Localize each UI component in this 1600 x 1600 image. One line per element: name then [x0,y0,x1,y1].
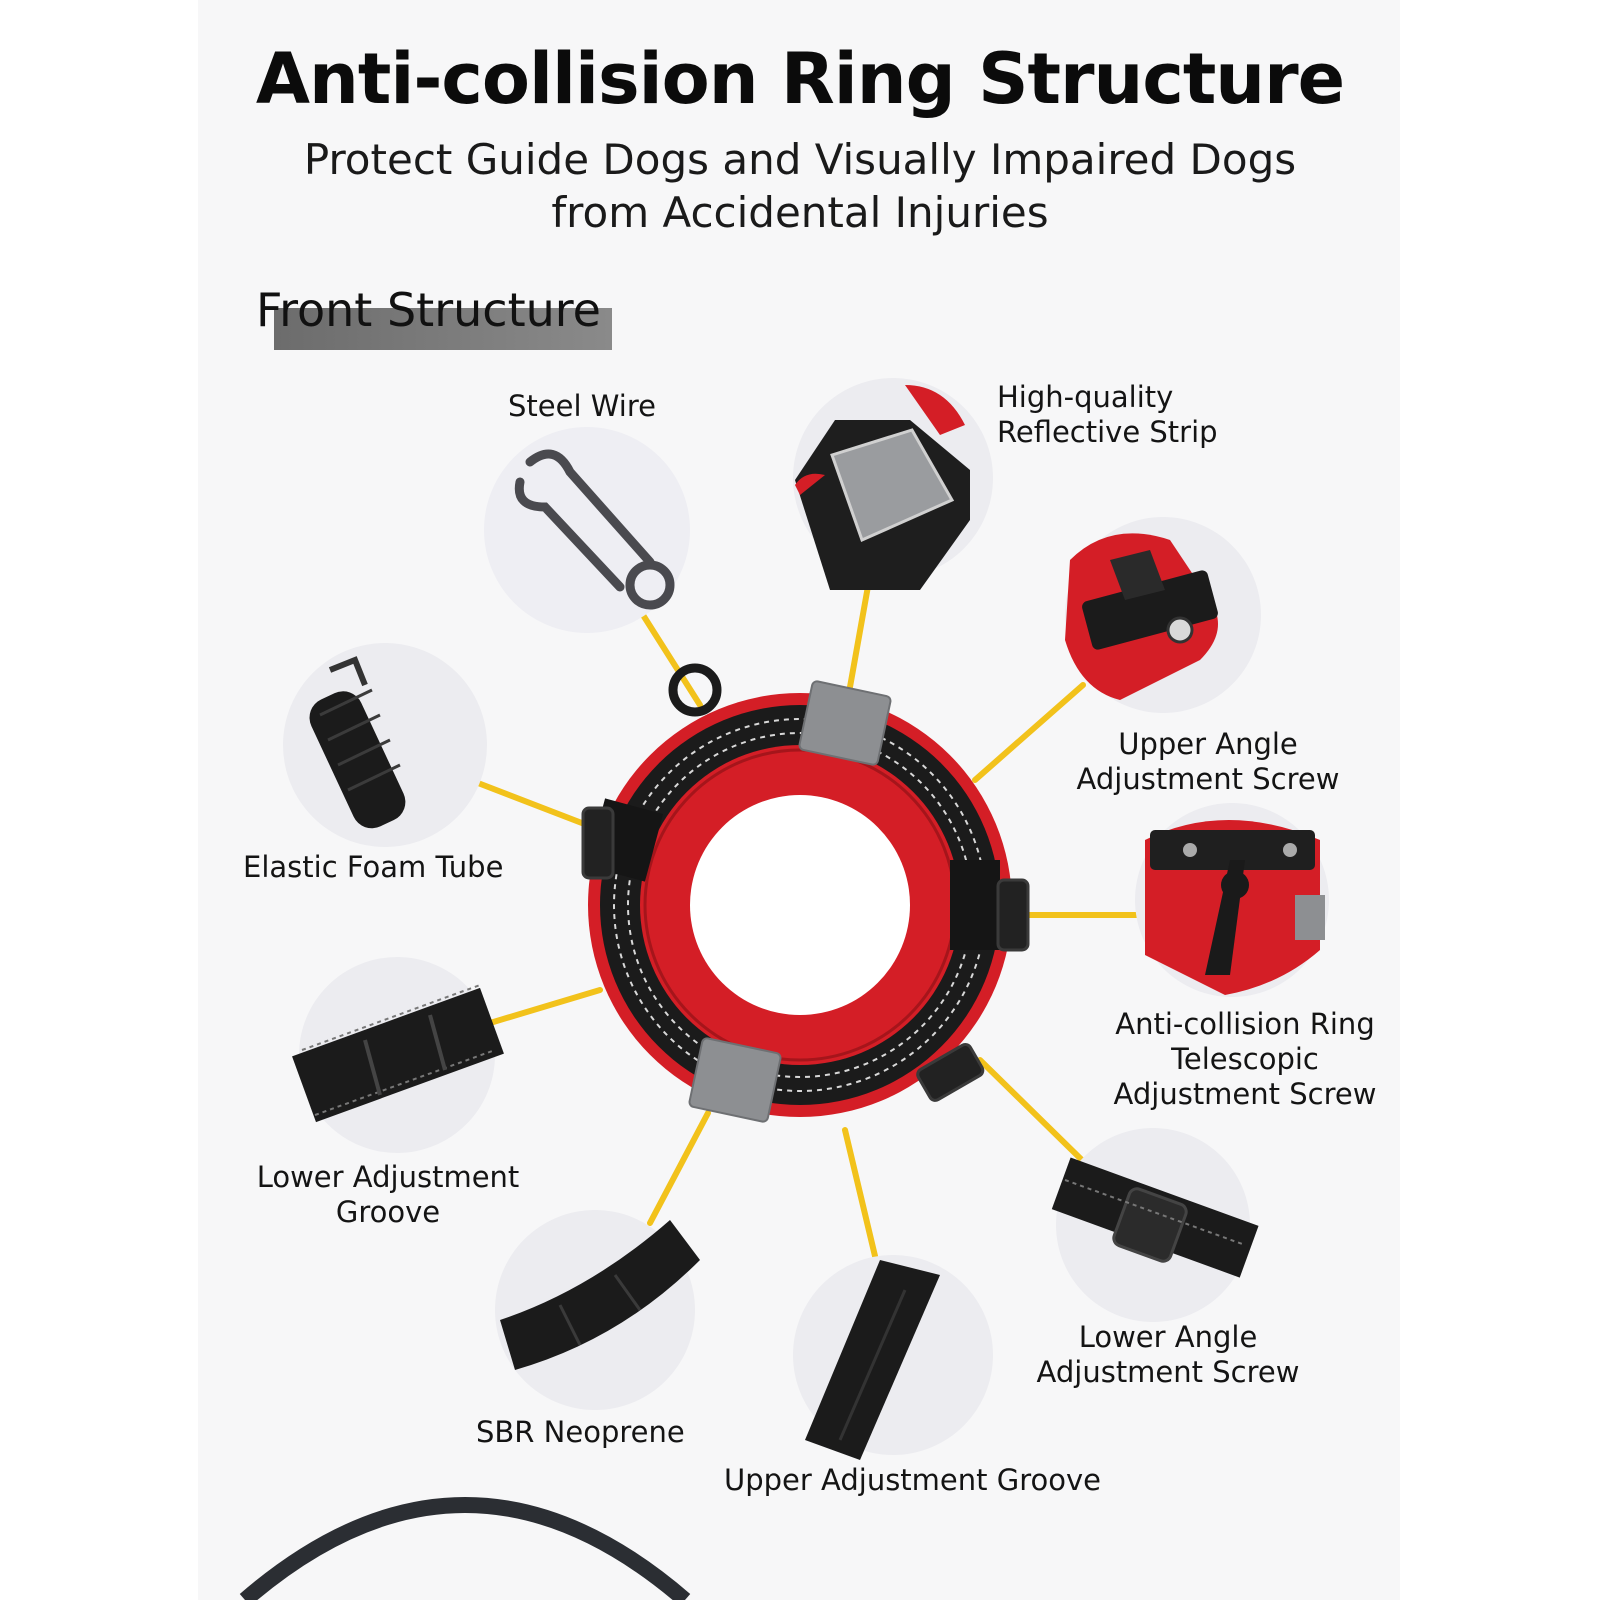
left-buckle [581,806,615,880]
d-ring [668,663,722,717]
right-buckle [996,878,1030,952]
reflective-strip-bottom [688,1037,782,1123]
leader-steel-wire [640,612,703,708]
ring-center-hole [690,795,910,1015]
subtitle-line-1: Protect Guide Dogs and Visually Impaired… [303,135,1297,184]
label-reflective-strip-line-1: High-quality [997,380,1174,414]
subtitle-line-2: from Accidental Injuries [551,188,1049,237]
label-upper-angle-screw: Upper Angle Adjustment Screw [1073,727,1343,797]
detail-steel-wire [484,427,690,633]
label-reflective-strip: High-quality Reflective Strip [997,380,1218,450]
detail-reflective-strip [793,378,993,590]
leader-sbr [647,1110,711,1226]
detail-lower-adjustment-groove [292,957,504,1153]
foam-ribs [319,688,401,792]
page-title: Anti-collision Ring Structure [255,38,1345,120]
label-telescopic-line-3: Adjustment Screw [1113,1077,1377,1111]
anti-collision-ring [581,663,1030,1123]
label-lower-groove-line-1: Lower Adjustment [256,1160,520,1194]
detail-sbr-neoprene [495,1210,700,1410]
leader-lines [475,572,1151,1259]
label-telescopic-screw: Anti-collision Ring Telescopic Adjustmen… [1105,1007,1385,1112]
detail-elastic-foam-tube [283,643,487,847]
label-lower-angle-screw: Lower Angle Adjustment Screw [1033,1320,1303,1390]
leash-loop [239,1497,691,1600]
label-elastic-foam-tube: Elastic Foam Tube [243,850,504,884]
label-lower-angle-line-1: Lower Angle [1078,1320,1258,1354]
detail-lower-angle-screw [1051,1128,1259,1322]
label-telescopic-line-2: Telescopic [1171,1042,1319,1076]
label-sbr-neoprene: SBR Neoprene [476,1415,685,1449]
label-lower-adjustment-groove: Lower Adjustment Groove [253,1160,523,1230]
leader-elastic-foam [475,780,603,833]
label-upper-angle-line-2: Adjustment Screw [1076,762,1340,796]
leader-upper-angle [972,682,1086,783]
label-steel-wire: Steel Wire [508,389,656,423]
section-title-bar [274,308,612,350]
detail-upper-angle-screw [1065,517,1261,713]
label-upper-adjustment-groove: Upper Adjustment Groove [724,1463,1101,1497]
detail-upper-adjustment-groove [793,1255,993,1460]
label-upper-angle-line-1: Upper Angle [1118,727,1298,761]
snap-hook-icon [514,449,675,610]
detail-telescopic-screw [1135,803,1329,997]
leader-lower-angle [977,1057,1088,1166]
label-reflective-strip-line-2: Reflective Strip [997,415,1218,449]
label-telescopic-line-1: Anti-collision Ring [1115,1007,1375,1041]
leader-upper-groove [842,1127,878,1259]
section-title: Front Structure [256,283,601,337]
leader-lower-groove [487,987,603,1026]
lower-right-buckle [916,1042,985,1102]
label-lower-groove-line-2: Groove [335,1195,441,1229]
reflective-strip-top [798,680,892,766]
label-lower-angle-line-2: Adjustment Screw [1036,1355,1300,1389]
